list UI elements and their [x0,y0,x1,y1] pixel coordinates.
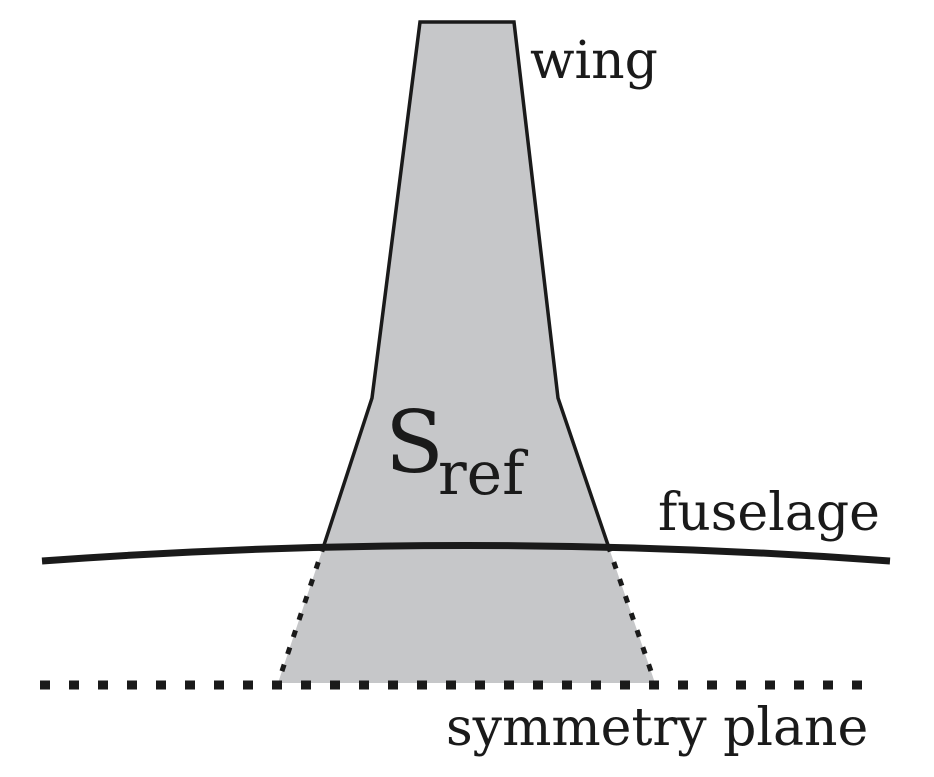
right-extension-dotted-line [605,544,658,684]
fuselage-line [41,542,891,565]
reference-area-subscript: ref [438,439,528,509]
wing-outline [322,20,610,546]
symmetry-plane-label: symmetry plane [446,698,868,758]
wing-label: wing [530,31,658,91]
fuselage-label: fuselage [658,483,880,543]
reference-area-symbol: S [385,393,444,493]
left-extension-dotted-line [275,544,327,684]
reference-area-fill [278,22,655,683]
